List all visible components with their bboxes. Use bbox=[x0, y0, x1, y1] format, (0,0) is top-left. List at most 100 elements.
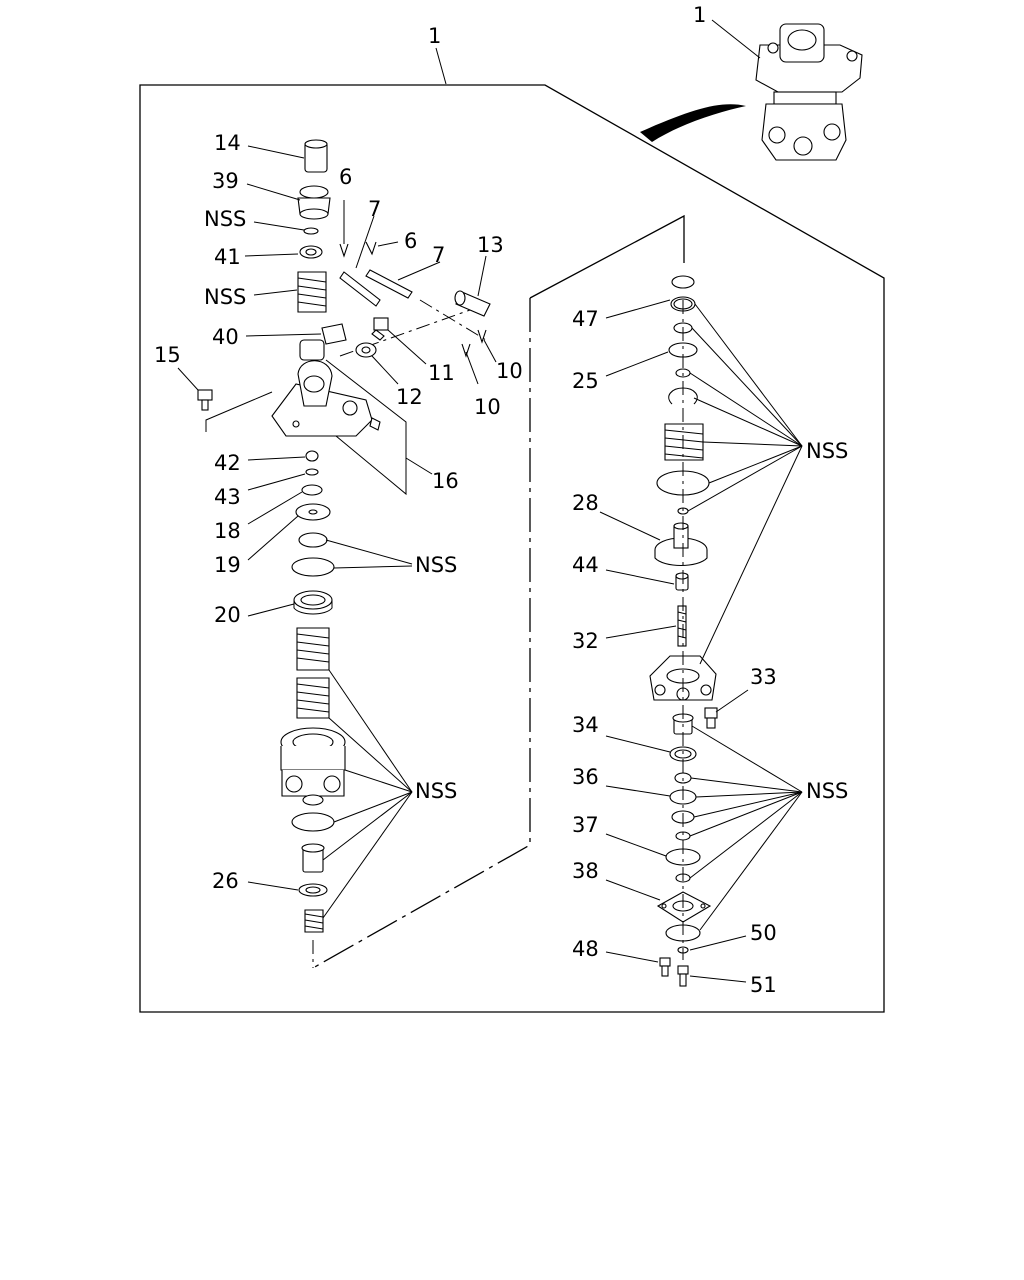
label-6b: 6 bbox=[404, 229, 417, 253]
leader-18 bbox=[247, 491, 303, 525]
label-nss-d: NSS bbox=[415, 779, 457, 803]
nss-seal-c1 bbox=[298, 532, 328, 548]
leader-11 bbox=[387, 329, 427, 365]
part-18-washer bbox=[301, 484, 323, 496]
label-41: 41 bbox=[214, 245, 241, 269]
label-nss-f: NSS bbox=[806, 779, 848, 803]
part-43-washer bbox=[305, 468, 319, 476]
part-40-sleeve bbox=[321, 323, 347, 345]
leader-13 bbox=[477, 255, 487, 297]
label-43: 43 bbox=[214, 485, 241, 509]
label-39: 39 bbox=[212, 169, 239, 193]
part-51-screw bbox=[677, 965, 689, 987]
label-50: 50 bbox=[750, 921, 777, 945]
nss-bushing-d bbox=[301, 843, 325, 873]
frame-divider bbox=[529, 214, 685, 299]
label-38: 38 bbox=[572, 859, 599, 883]
leader-1-inset bbox=[711, 19, 761, 59]
leader-38 bbox=[605, 879, 661, 901]
label-37: 37 bbox=[572, 813, 599, 837]
label-25: 25 bbox=[572, 369, 599, 393]
part-13-roller bbox=[454, 290, 491, 317]
label-42: 42 bbox=[214, 451, 241, 475]
part-48-screw bbox=[659, 957, 671, 977]
frame-divider-lower bbox=[312, 298, 531, 969]
part-14-plunger bbox=[304, 139, 328, 173]
label-11: 11 bbox=[428, 361, 455, 385]
label-19: 19 bbox=[214, 553, 241, 577]
part-7a-pin bbox=[339, 271, 381, 307]
label-nss-b: NSS bbox=[204, 285, 246, 309]
label-1-main: 1 bbox=[428, 24, 441, 48]
part-41-washer bbox=[299, 245, 323, 259]
part-39-cap bbox=[297, 185, 331, 220]
leader-nss-a bbox=[253, 221, 305, 231]
leader-32 bbox=[605, 625, 677, 639]
leader-nss-b bbox=[253, 289, 298, 296]
leader-42 bbox=[247, 456, 306, 461]
label-48: 48 bbox=[572, 937, 599, 961]
leader-10b bbox=[483, 339, 497, 363]
leader-25 bbox=[605, 351, 669, 377]
spring-small-bottom bbox=[304, 909, 324, 933]
label-47: 47 bbox=[572, 307, 599, 331]
label-14: 14 bbox=[214, 131, 241, 155]
part-28-piston bbox=[654, 522, 708, 567]
leader-51 bbox=[689, 975, 747, 983]
label-51: 51 bbox=[750, 973, 777, 997]
leader-19 bbox=[247, 515, 299, 561]
leaders-nss-e bbox=[687, 303, 803, 665]
spring-lower-inner bbox=[296, 677, 330, 719]
part-7b-pin bbox=[365, 269, 413, 299]
leader-34 bbox=[605, 735, 671, 753]
ring-top bbox=[671, 275, 695, 289]
label-10a: 10 bbox=[474, 395, 501, 419]
part-6a-cotter-pin bbox=[339, 243, 349, 258]
leader-37 bbox=[605, 833, 667, 857]
nss-oring-c2 bbox=[291, 557, 335, 577]
leader-36 bbox=[605, 785, 671, 797]
label-10b: 10 bbox=[496, 359, 523, 383]
nss-ring-a bbox=[303, 227, 319, 235]
label-nss-e: NSS bbox=[806, 439, 848, 463]
part-15-bolt bbox=[197, 389, 213, 411]
valve-body-lower bbox=[280, 727, 346, 806]
label-36: 36 bbox=[572, 765, 599, 789]
part-20-retainer bbox=[293, 590, 333, 615]
label-7a: 7 bbox=[368, 197, 381, 221]
part-38-cover bbox=[656, 891, 712, 923]
label-40: 40 bbox=[212, 325, 239, 349]
leader-6b bbox=[377, 241, 399, 247]
valve-assembly-inset-illustration bbox=[640, 23, 863, 161]
leader-44 bbox=[605, 569, 675, 585]
part-11-bolt bbox=[371, 317, 389, 341]
part-10a-cotter-pin bbox=[461, 343, 471, 358]
leader-12 bbox=[371, 355, 399, 385]
label-28: 28 bbox=[572, 491, 599, 515]
part-26-seal bbox=[298, 883, 328, 897]
part-16-cover-plate bbox=[271, 339, 381, 437]
leader-7a bbox=[355, 215, 375, 269]
part-12-nut bbox=[355, 342, 377, 358]
leader-20 bbox=[247, 603, 295, 617]
label-13: 13 bbox=[477, 233, 504, 257]
label-nss-a: NSS bbox=[204, 207, 246, 231]
part-6b-cotter-pin bbox=[365, 241, 377, 256]
part-10b-cotter-pin bbox=[477, 329, 487, 344]
leader-47 bbox=[605, 299, 671, 319]
leader-nss-c1 bbox=[325, 539, 413, 565]
spring-upper bbox=[297, 271, 327, 313]
leader-33 bbox=[715, 689, 749, 713]
leader-nss-c2 bbox=[333, 565, 413, 569]
diagram-frame bbox=[139, 84, 885, 1013]
bolt-15-axis bbox=[205, 391, 273, 432]
label-16: 16 bbox=[432, 469, 459, 493]
leader-50 bbox=[689, 935, 747, 951]
axis-line-pins-b bbox=[419, 299, 487, 341]
label-nss-c: NSS bbox=[415, 553, 457, 577]
label-26: 26 bbox=[212, 869, 239, 893]
nss-oring-d bbox=[291, 812, 335, 832]
label-12: 12 bbox=[396, 385, 423, 409]
